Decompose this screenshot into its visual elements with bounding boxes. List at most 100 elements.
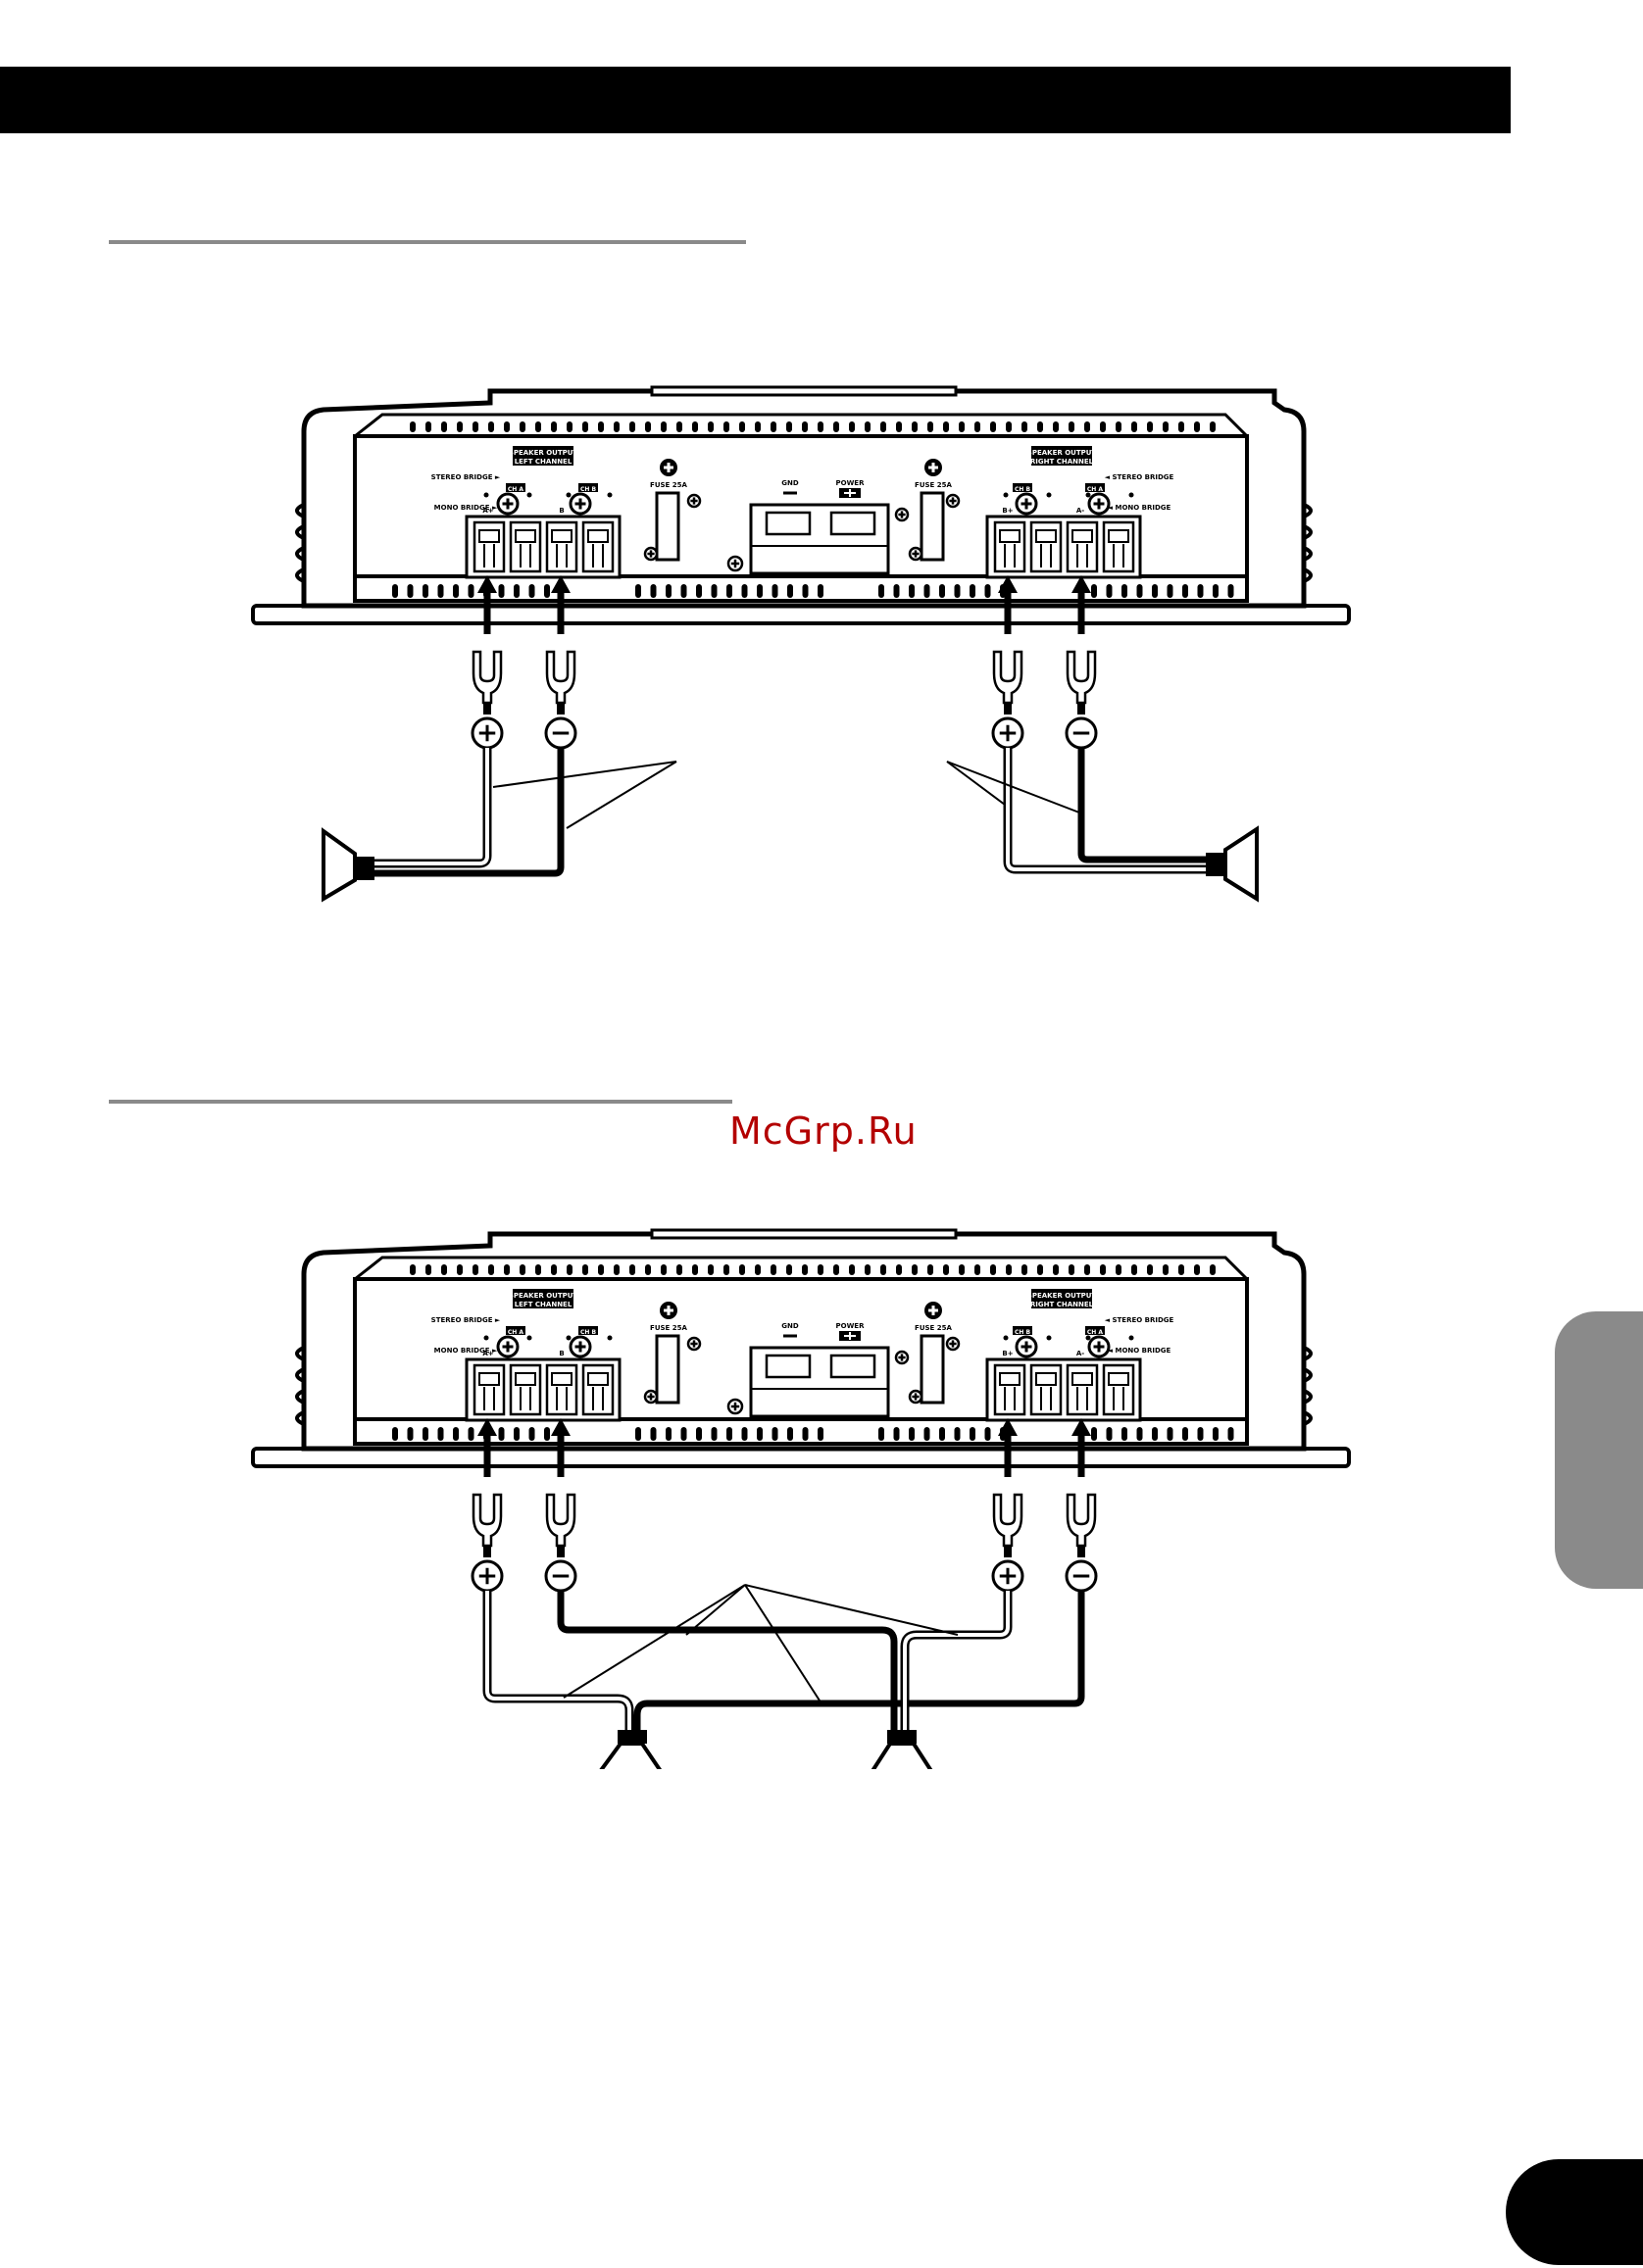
panel-bevel <box>354 1256 1249 1281</box>
vent-slot <box>635 584 641 598</box>
ch-b-box <box>1013 483 1032 492</box>
terminal-screw <box>478 529 500 543</box>
vent-slot <box>771 421 776 432</box>
vent-slot <box>923 584 930 598</box>
arrow-head <box>1071 1418 1091 1436</box>
vent-slot <box>912 1264 918 1275</box>
indicator-dot <box>566 1335 572 1341</box>
vent-slot <box>425 421 431 432</box>
arrow-head <box>551 575 571 593</box>
vent-slot <box>582 1264 588 1275</box>
vent-slot <box>437 1427 444 1441</box>
vent-slot <box>551 1264 557 1275</box>
header-bar <box>0 67 1511 133</box>
mono-bridge-label: ◄ MONO BRIDGE <box>1108 504 1171 512</box>
power-terminal <box>829 1354 876 1379</box>
vent-slot <box>598 421 604 432</box>
vent-slot <box>453 584 459 598</box>
vent-slot <box>535 1264 541 1275</box>
terminal-b-label: B <box>559 507 564 515</box>
vent-slot <box>680 584 687 598</box>
vent-slot <box>504 421 510 432</box>
terminal-screw <box>1071 529 1093 543</box>
vent-slot <box>1213 584 1219 598</box>
vent-slot <box>1106 584 1113 598</box>
vent-slot <box>680 1427 687 1441</box>
mono-bridge-label: MONO BRIDGE ► <box>434 504 498 512</box>
ch-a-label: CH A <box>508 486 524 493</box>
vent-slot <box>943 1264 949 1275</box>
vent-slot <box>692 1264 698 1275</box>
vent-slot <box>757 1427 763 1441</box>
spade-connector-icon <box>472 1493 503 1548</box>
spade-crimp <box>483 1546 491 1557</box>
watermark: McGrp.Ru <box>729 1109 918 1153</box>
terminal-screw <box>1071 1372 1093 1386</box>
vent-slot <box>1136 1427 1143 1441</box>
speaker-icon <box>322 827 357 903</box>
vent-slot <box>441 1264 447 1275</box>
speaker-icon <box>871 1742 933 1769</box>
fuse-label: FUSE 25A <box>915 481 952 489</box>
arrow-head <box>998 575 1018 593</box>
indicator-dot <box>1003 1335 1009 1341</box>
vent-slot <box>629 1264 635 1275</box>
vent-slot <box>818 584 823 598</box>
leader-line <box>744 1584 821 1701</box>
vent-slot <box>528 584 535 598</box>
vent-slot <box>1213 1427 1219 1441</box>
vent-slot <box>1084 421 1090 432</box>
left-plus-wire-outline <box>373 748 492 868</box>
stereo-bridge-label: STEREO BRIDGE ► <box>431 473 501 481</box>
speaker-neck <box>353 857 374 880</box>
spade-connector-icon <box>545 650 576 705</box>
vent-slot <box>970 1427 975 1441</box>
heatsink-fin <box>1303 503 1313 518</box>
mono-right-plus-wire-core <box>903 1591 1010 1735</box>
terminal-a-minus-label: A- <box>1076 1350 1084 1357</box>
vent-slot <box>1100 1264 1106 1275</box>
power-label: POWER <box>836 479 866 487</box>
top-ridge <box>650 1228 958 1240</box>
vent-slot <box>598 1264 604 1275</box>
ch-b-box <box>578 1326 598 1335</box>
leader-line <box>946 761 1080 814</box>
spade-crimp <box>1077 703 1085 715</box>
vent-slot <box>711 584 718 598</box>
arrow-head <box>998 1418 1018 1436</box>
heatsink-fin <box>295 1389 305 1405</box>
ch-b-label: CH B <box>1015 486 1031 493</box>
arrow-head <box>551 1418 571 1436</box>
vent-slot <box>1037 421 1043 432</box>
side-tab <box>1555 1311 1643 1589</box>
vent-slot <box>410 421 416 432</box>
vent-slot <box>676 421 682 432</box>
vent-slot <box>457 1264 463 1275</box>
terminal-screw <box>551 1372 573 1386</box>
vent-slot <box>661 421 667 432</box>
vent-slot <box>802 1427 809 1441</box>
vent-slot <box>676 1264 682 1275</box>
vent-slot <box>425 1264 431 1275</box>
indicator-dot <box>566 492 572 498</box>
terminal-b-plus-label: B+ <box>1002 1350 1013 1357</box>
left-plus-wire-core <box>373 748 489 865</box>
terminal-screw <box>1035 1372 1057 1386</box>
vent-slot <box>726 1427 732 1441</box>
terminal-screw <box>1108 1372 1129 1386</box>
vent-slot <box>528 1427 535 1441</box>
vent-slot <box>974 421 980 432</box>
mono-bridge-label: ◄ MONO BRIDGE <box>1108 1347 1171 1355</box>
indicator-dot <box>1128 492 1134 498</box>
vent-slot <box>1131 421 1137 432</box>
vent-slot <box>544 584 550 598</box>
vent-slot <box>896 421 902 432</box>
vent-slot <box>504 1264 510 1275</box>
vent-slot <box>970 584 975 598</box>
vent-slot <box>535 421 541 432</box>
vent-slot <box>423 584 428 598</box>
spade-connector-icon <box>992 1493 1023 1548</box>
terminal-screw <box>999 1372 1021 1386</box>
vent-slot <box>939 1427 945 1441</box>
